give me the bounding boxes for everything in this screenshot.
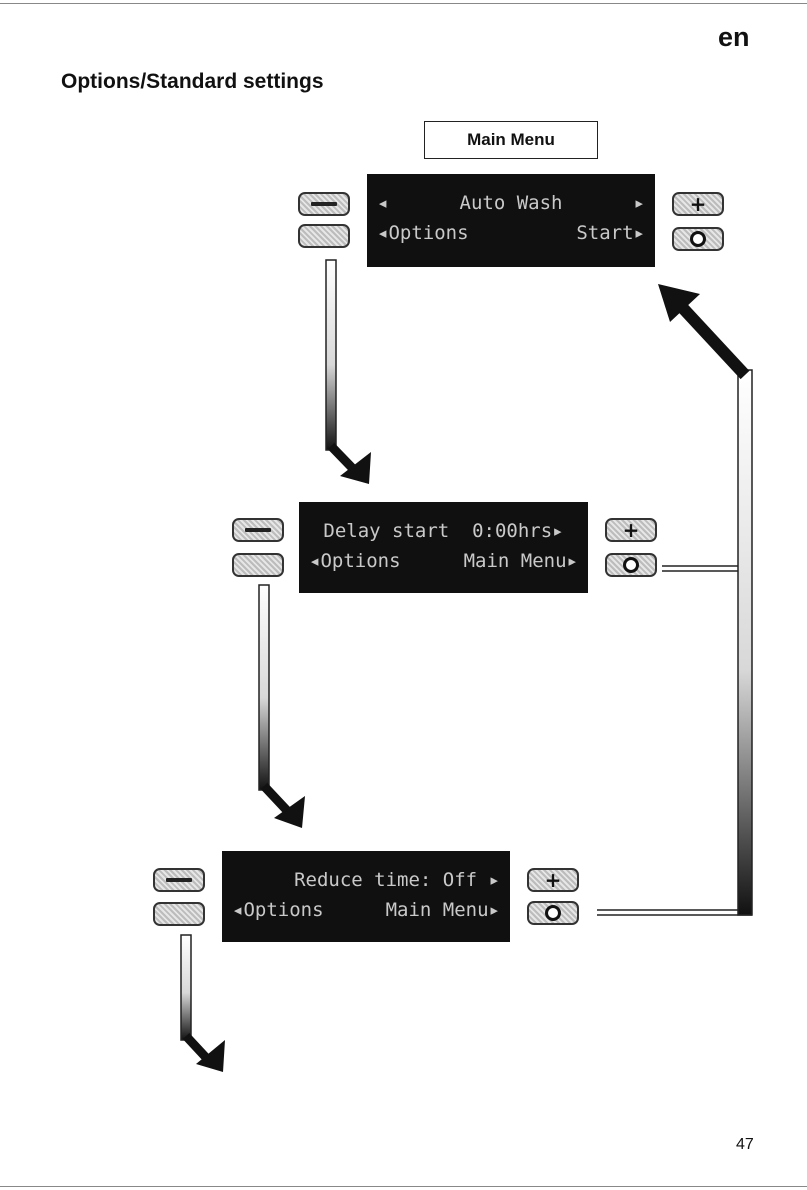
start-button[interactable] [527,901,579,925]
down-arrow-3 [181,935,225,1072]
start-button[interactable] [605,553,657,577]
options-button[interactable] [298,224,350,248]
options-button[interactable] [232,553,284,577]
plus-icon: + [545,868,562,892]
minus-button[interactable] [298,192,350,216]
plus-icon: + [623,518,640,542]
minus-button[interactable] [232,518,284,542]
start-button[interactable] [672,227,724,251]
minus-icon [245,528,271,532]
plus-button[interactable]: + [672,192,724,216]
minus-button[interactable] [153,868,205,892]
down-arrow-2 [259,585,305,828]
display-delay-start: Delay start 0:00hrs▸ ◂Options Main Menu▸ [299,502,588,593]
display-left-arrow: ◂ [377,192,388,214]
display-program: Auto Wash [460,192,563,214]
display-options: ◂Options [232,899,324,921]
display-auto-wash: ◂ Auto Wash ▸ ◂Options Start▸ [367,174,655,267]
plus-button[interactable]: + [527,868,579,892]
display-right-arrow: ▸ [634,192,645,214]
return-arrow [597,284,752,915]
page-number: 47 [736,1136,754,1154]
down-arrow-1 [326,260,371,484]
display-options: ◂Options [377,222,469,244]
display-main-menu: Main Menu▸ [386,899,500,921]
display-reduce-value: Reduce time: Off ▸ [294,869,500,891]
start-icon [623,557,639,573]
plus-icon: + [690,192,707,216]
options-button[interactable] [153,902,205,926]
display-options: ◂Options [309,550,401,572]
plus-button[interactable]: + [605,518,657,542]
display-main-menu: Main Menu▸ [464,550,578,572]
minus-icon [311,202,337,206]
start-icon [690,231,706,247]
start-icon [545,905,561,921]
display-delay-value: Delay start 0:00hrs▸ [323,520,563,542]
display-start: Start▸ [576,222,645,244]
minus-icon [166,878,192,882]
display-reduce-time: Reduce time: Off ▸ ◂Options Main Menu▸ [222,851,510,942]
